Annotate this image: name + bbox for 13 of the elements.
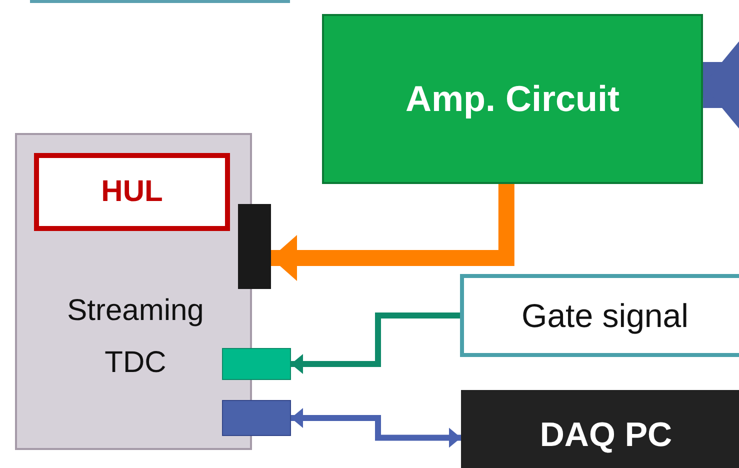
arrow bbox=[291, 408, 461, 448]
connector-bar bbox=[238, 204, 271, 289]
arrow bbox=[271, 184, 514, 281]
arrow bbox=[291, 312, 460, 374]
pc-box: DAQ PC bbox=[461, 390, 739, 468]
signal-box: Gate signal bbox=[460, 274, 739, 357]
module-box: HUL bbox=[34, 153, 230, 231]
arrow bbox=[703, 39, 739, 131]
data-port bbox=[222, 400, 291, 436]
device-label: Streaming TDC bbox=[66, 293, 205, 381]
circuit-box: Amp. Circuit bbox=[322, 14, 703, 184]
input-port bbox=[222, 348, 291, 380]
device-box bbox=[15, 133, 252, 450]
